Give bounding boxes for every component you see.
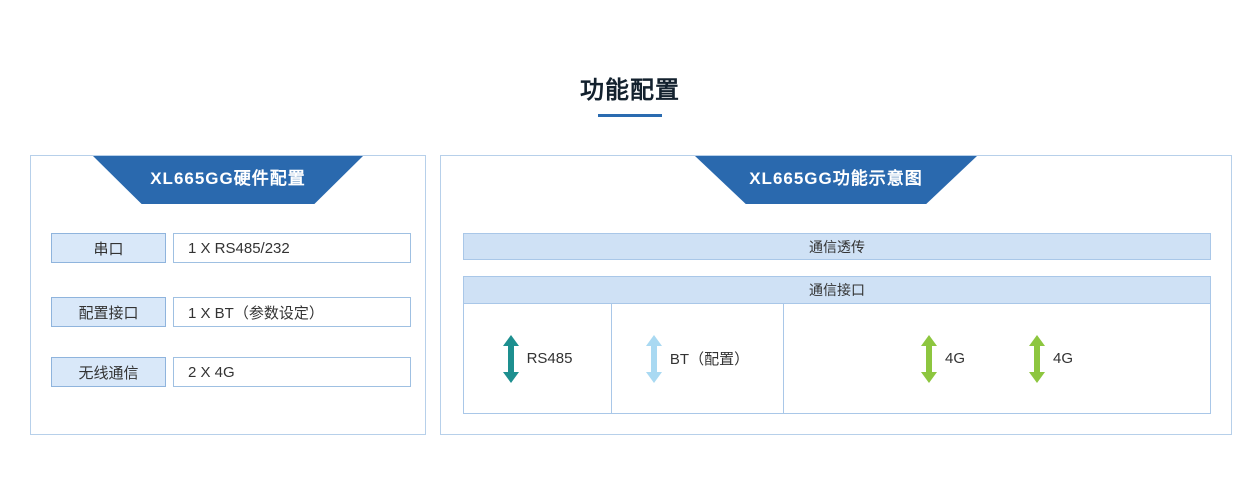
function-schematic-banner: XL665GG功能示意图 [695,156,977,204]
interface-col-bt: BT（配置） [612,304,784,413]
double-arrow-icon [502,334,519,383]
double-arrow-icon [1029,334,1045,383]
list-item: RS485 [502,334,573,383]
interface-label-bt: BT（配置） [669,351,750,368]
interface-col-rs485: RS485 [464,304,612,413]
comm-passthrough-bar: 通信透传 [463,233,1211,260]
row-value-wireless: 2 X 4G [173,357,411,387]
function-schematic-panel: XL665GG功能示意图 通信透传 通信接口 RS485 BT（配置） [440,155,1232,435]
comm-interface-header: 通信接口 [464,277,1210,304]
title-underline [598,114,662,117]
table-row: 无线通信 2 X 4G [51,357,411,387]
table-row: 串口 1 X RS485/232 [51,233,411,263]
row-label-wireless: 无线通信 [51,357,166,387]
table-row: 配置接口 1 X BT（参数设定） [51,297,411,327]
row-label-serial-port: 串口 [51,233,166,263]
comm-interface-box: 通信接口 RS485 BT（配置） [463,276,1211,414]
interface-label-rs485: RS485 [526,350,573,367]
list-item: 4G [1029,334,1074,383]
row-value-serial-port: 1 X RS485/232 [173,233,411,263]
row-label-config-interface: 配置接口 [51,297,166,327]
double-arrow-icon [645,334,662,383]
comm-interface-columns: RS485 BT（配置） 4G [464,304,1210,413]
row-value-config-interface: 1 X BT（参数设定） [173,297,411,327]
interface-label-4g-1: 4G [944,350,965,367]
list-item: 4G [920,334,965,383]
interface-label-4g-2: 4G [1053,350,1074,367]
hardware-config-panel: XL665GG硬件配置 串口 1 X RS485/232 配置接口 1 X BT… [30,155,426,435]
double-arrow-icon [920,334,937,383]
hardware-config-banner: XL665GG硬件配置 [93,156,363,204]
list-item: BT（配置） [645,334,750,383]
page-title: 功能配置 [580,77,680,104]
interface-col-4g: 4G 4G [784,304,1210,413]
